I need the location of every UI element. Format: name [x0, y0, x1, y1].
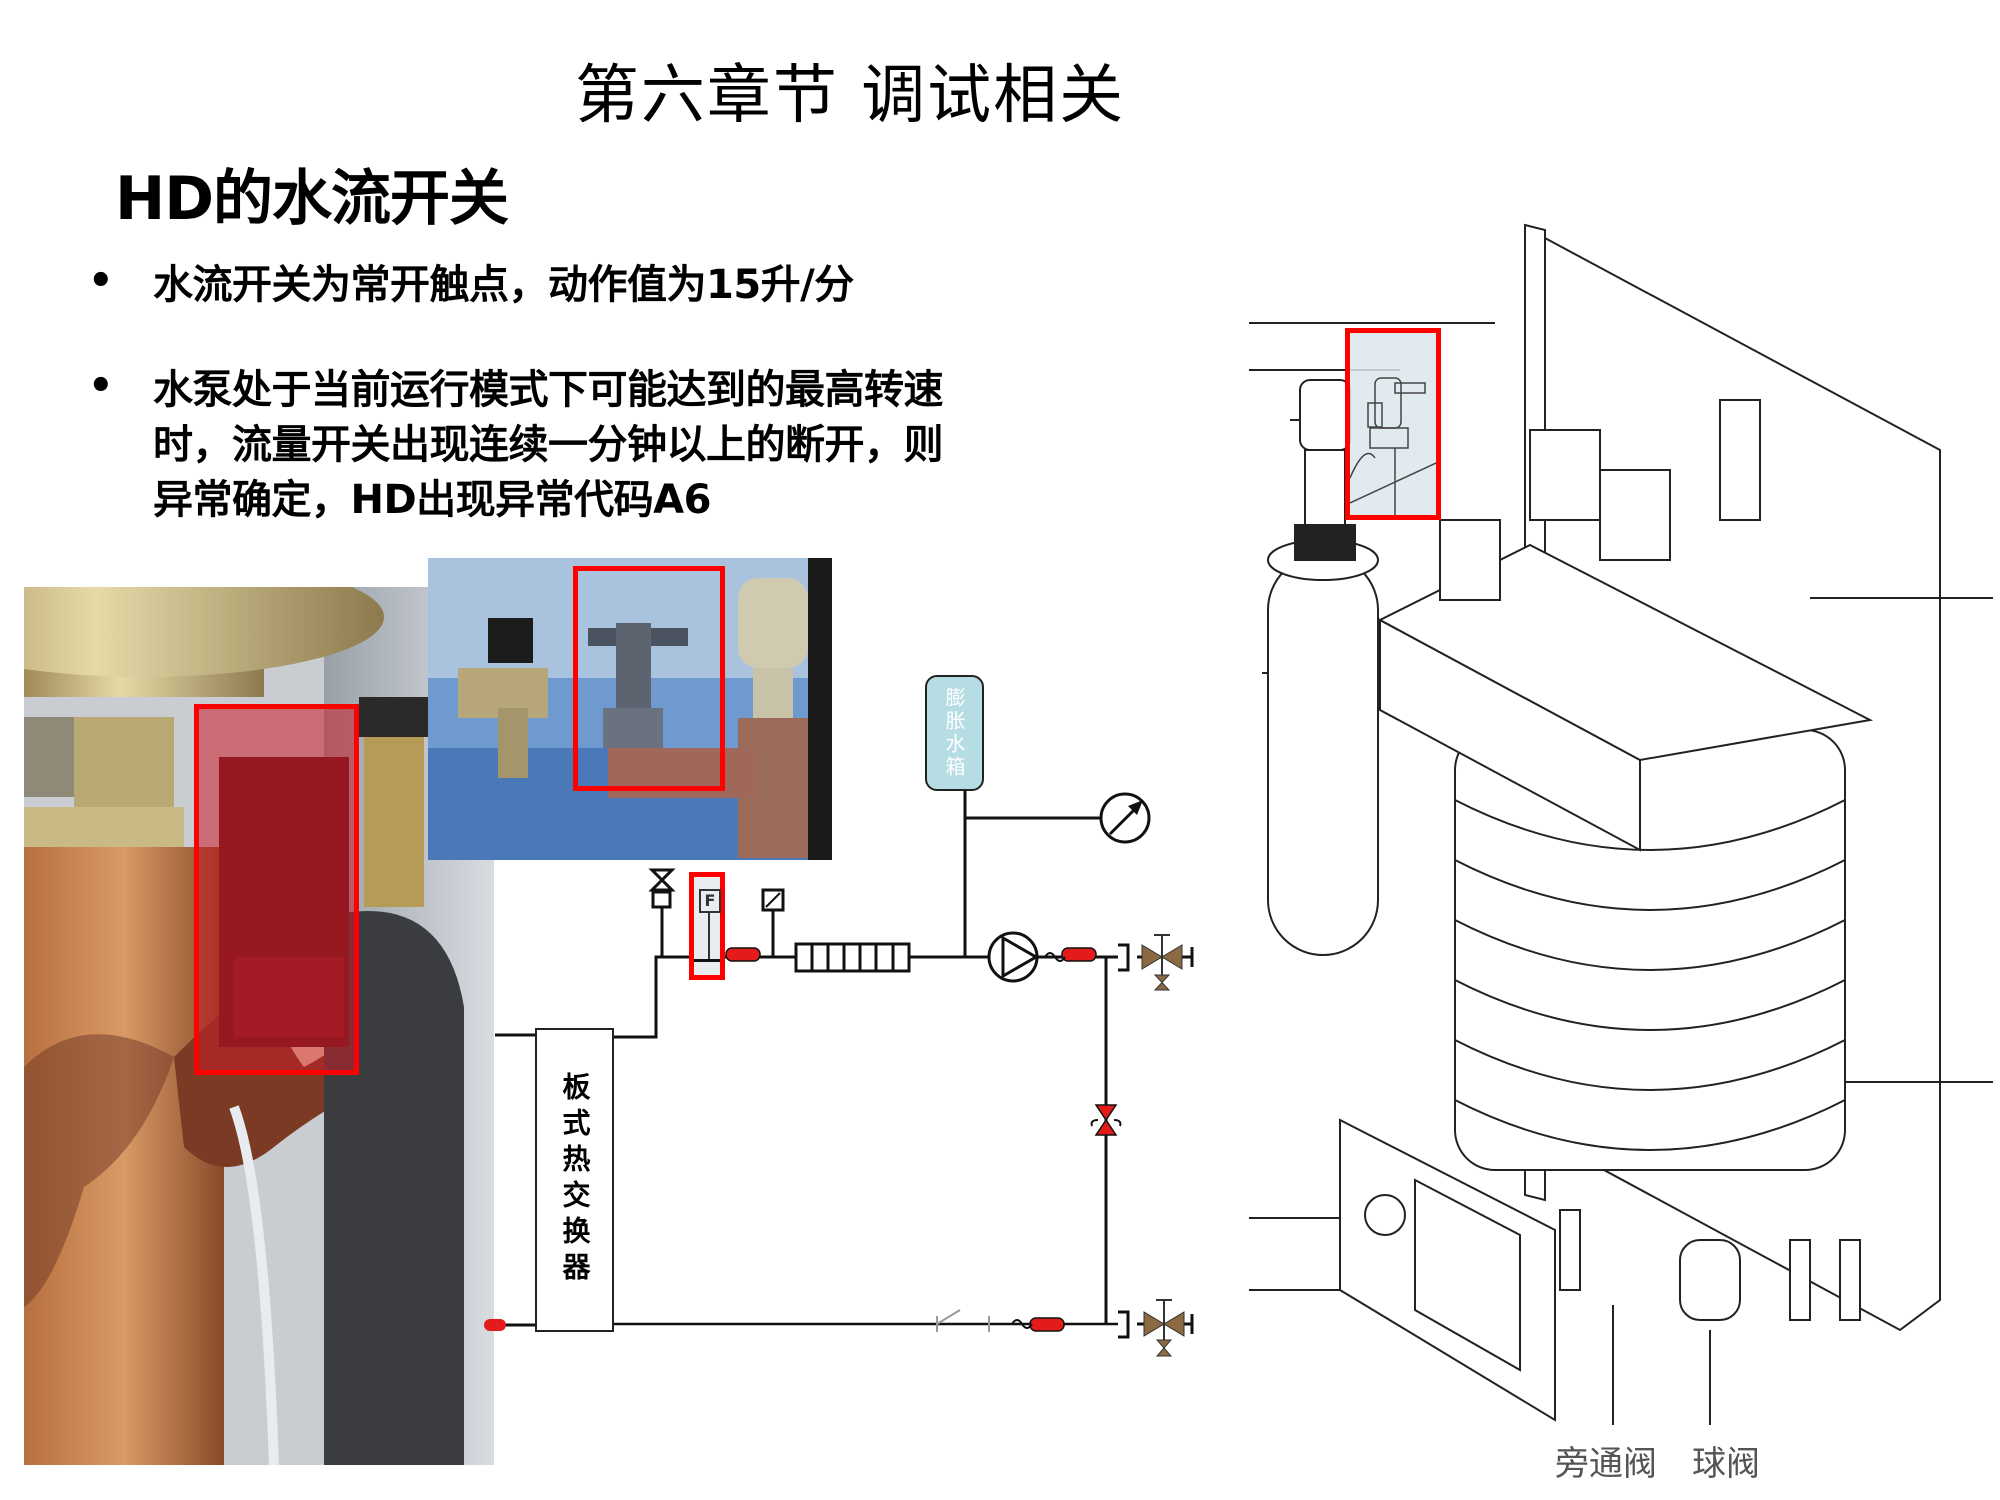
- ball-valve-icon: [1143, 1299, 1185, 1357]
- flow-switch-closeup-photo: [24, 587, 494, 1465]
- bullet-line: 时，流量开关出现连续一分钟以上的断开，则: [153, 422, 944, 468]
- page-title: 第六章节 调试相关: [574, 59, 1126, 133]
- hydraulic-schematic: [484, 791, 1194, 1357]
- flow-switch-drawing-icon: [1349, 377, 1437, 515]
- flow-switch-highlight-box: [573, 566, 725, 791]
- bypass-valve-label: 旁通阀: [1555, 1444, 1657, 1484]
- check-valve-icon: [936, 1309, 990, 1332]
- bypass-valve-icon: [1094, 1104, 1118, 1136]
- flow-switch-symbol: F: [699, 889, 721, 913]
- bullet-line: 异常确定，HD出现异常代码A6: [153, 477, 711, 523]
- bullet-text: 水泵处于当前运行模式下可能达到的最高转速 时，流量开关出现连续一分钟以上的断开，…: [153, 363, 1073, 528]
- pipe-segment: [694, 959, 720, 962]
- temp-sensor-icon: [484, 1319, 506, 1331]
- flow-switch-highlight-box: F: [689, 872, 725, 980]
- flow-switch-installed-photo: [428, 558, 832, 860]
- section-heading: HD的水流开关: [115, 164, 509, 234]
- ball-valve-label: 球阀: [1692, 1444, 1760, 1484]
- bullet-line: 水流开关为常开触点，动作值为15升/分: [153, 262, 854, 308]
- bullet-marker: •: [88, 258, 114, 304]
- plate-heat-exchanger: 板式热交换器: [535, 1028, 614, 1332]
- ball-valve-icon: [1141, 934, 1183, 991]
- expansion-tank: 膨胀水箱: [925, 675, 984, 791]
- temp-sensor-icon: [725, 947, 761, 962]
- bullet-line: 水泵处于当前运行模式下可能达到的最高转速: [153, 367, 944, 413]
- bullet-marker: •: [88, 363, 114, 409]
- flow-switch-highlight-box: [1345, 328, 1441, 520]
- bullet-text: 水流开关为常开触点，动作值为15升/分: [153, 258, 1073, 313]
- hydro-unit-diagram: [1249, 223, 1993, 1425]
- filter-icon: [794, 942, 911, 973]
- pump-icon: [987, 931, 1039, 983]
- flow-switch-highlight-box: [194, 704, 359, 1075]
- temp-sensor-icon: [1029, 1317, 1065, 1332]
- temp-sensor-icon: [1061, 947, 1097, 962]
- air-vent-valve-icon: [648, 868, 676, 909]
- flow-switch-stem: [708, 911, 710, 961]
